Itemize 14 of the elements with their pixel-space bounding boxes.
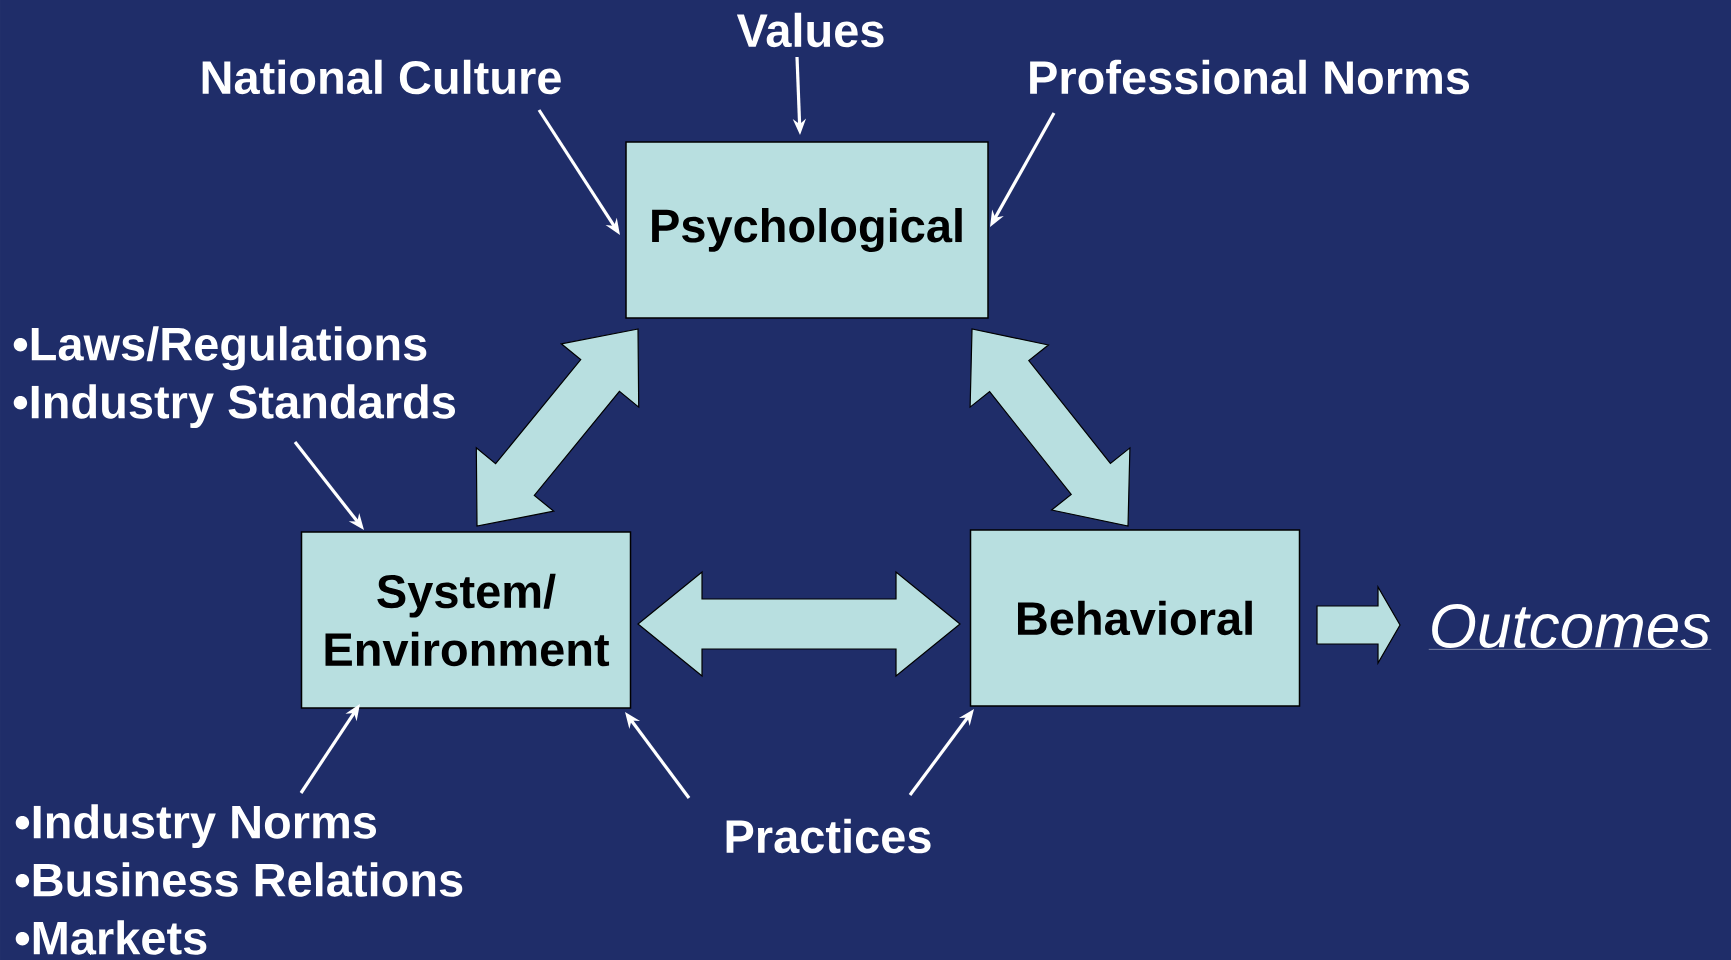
- block-arrow: [637, 570, 961, 678]
- factor-label: Practices: [726, 818, 931, 854]
- process-box: Behavioral: [969, 529, 1301, 707]
- bullet-list: •Laws/Regulations •Industry Standards: [13, 326, 455, 428]
- outcome-label: Outcomes: [1428, 604, 1712, 650]
- block-arrow: [1316, 584, 1401, 666]
- block-arrow: [475, 328, 640, 527]
- bullet-list: •Industry Norms •Business Relations •Markets: [15, 804, 463, 955]
- process-box: Psychological: [625, 141, 989, 319]
- factor-label: Values: [736, 12, 884, 48]
- factor-label: Professional Norms: [1030, 59, 1470, 95]
- process-box: System/ Environment: [300, 531, 632, 709]
- factor-label: National Culture: [202, 59, 561, 95]
- block-arrow: [969, 328, 1131, 527]
